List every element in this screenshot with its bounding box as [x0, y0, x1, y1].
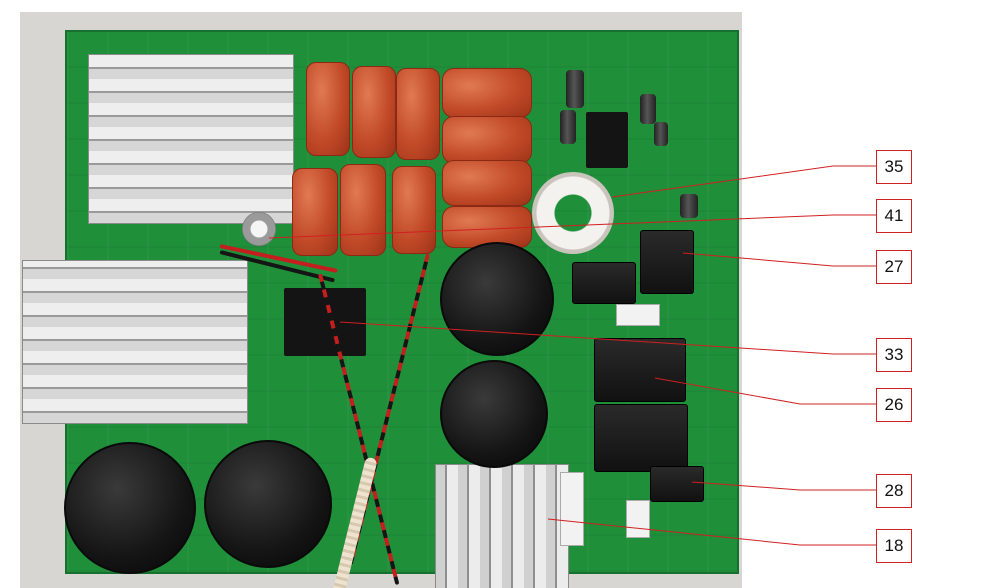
leader-27 — [682, 252, 876, 267]
leader-26 — [654, 377, 876, 405]
heatsink-bottom-center — [435, 464, 569, 588]
film-capacitor — [396, 68, 440, 160]
leader-41 — [268, 214, 876, 239]
film-capacitor — [340, 164, 386, 256]
callout-26: 26 — [876, 388, 912, 422]
relay-large — [594, 404, 688, 472]
film-capacitor — [442, 206, 532, 248]
film-capacitor — [442, 160, 532, 206]
callout-33: 33 — [876, 338, 912, 372]
small-capacitor — [680, 194, 698, 218]
terminal-post — [242, 212, 276, 246]
pcb-photo — [20, 12, 742, 588]
callout-35: 35 — [876, 150, 912, 184]
connector — [626, 500, 650, 538]
leader-28 — [691, 481, 876, 491]
relay-small — [572, 262, 636, 304]
leader-18 — [547, 518, 876, 546]
small-capacitor — [566, 70, 584, 108]
regulator-heatsink — [586, 112, 628, 168]
electrolytic-capacitor — [440, 242, 554, 356]
relay-28 — [650, 466, 704, 502]
heatsink-left — [22, 260, 248, 424]
relay-27 — [640, 230, 694, 294]
toroid-inductor — [532, 172, 614, 254]
film-capacitor — [442, 116, 532, 164]
heatsink-top-left — [88, 54, 294, 224]
small-capacitor — [654, 122, 668, 146]
small-capacitor — [560, 110, 576, 144]
connector — [560, 472, 584, 546]
electrolytic-capacitor — [440, 360, 548, 468]
callout-41: 41 — [876, 199, 912, 233]
film-capacitor — [442, 68, 532, 118]
small-capacitor — [640, 94, 656, 124]
callout-28: 28 — [876, 474, 912, 508]
film-capacitor — [352, 66, 396, 158]
leader-33 — [339, 321, 876, 355]
callout-18: 18 — [876, 529, 912, 563]
connector — [616, 304, 660, 326]
electrolytic-capacitor — [204, 440, 332, 568]
callout-27: 27 — [876, 250, 912, 284]
electrolytic-capacitor — [64, 442, 196, 574]
film-capacitor — [306, 62, 350, 156]
film-capacitor — [392, 166, 436, 254]
film-capacitor — [292, 168, 338, 256]
relay-26 — [594, 338, 686, 402]
leader-35 — [611, 165, 876, 198]
